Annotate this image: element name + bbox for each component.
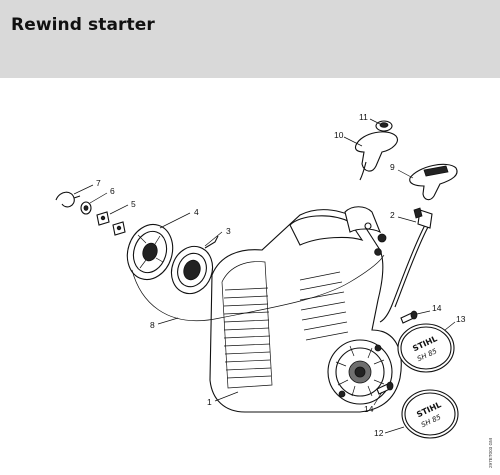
callout-part-1: 1: [207, 397, 212, 407]
callout-part-11: 11: [359, 112, 368, 122]
leader-lines: [73, 118, 456, 434]
callout-part-9: 9: [390, 162, 395, 172]
pawls-part-5: [96, 211, 126, 236]
callout-part-2: 2: [390, 210, 395, 220]
handle-part-10: [354, 131, 398, 181]
fan-wheel: [327, 339, 393, 405]
side-louver-grill: [299, 271, 349, 341]
callout-part-6: 6: [110, 186, 115, 196]
starter-rope-part-8: [131, 254, 385, 322]
screw-part-14-upper: [400, 310, 418, 324]
callout-part-10: 10: [334, 130, 344, 140]
spring-part-3: [170, 235, 219, 295]
washer-part-6: [80, 201, 92, 215]
badge-part-13: STIHL SH 85: [397, 323, 455, 373]
screw-part-14-lower: [376, 381, 394, 395]
page-title: Rewind starter: [11, 15, 155, 35]
callout-part-4: 4: [194, 207, 199, 217]
badge-part-12: STIHL SH 85: [401, 389, 459, 439]
callout-part-13: 13: [456, 314, 466, 324]
callout-part-3: 3: [226, 226, 231, 236]
callout-part-12: 12: [374, 428, 384, 438]
rope-rotor-part-4: [126, 223, 174, 281]
drawing-reference-code: 297ET003 GM: [488, 438, 493, 468]
callout-part-5: 5: [131, 199, 136, 209]
spring-clip-part-7: [55, 191, 81, 208]
header-bar: Rewind starter: [0, 0, 500, 78]
callout-labels: 1 2 3 4 5 6 7 8 9 10 11 12 13 14 14: [96, 112, 466, 438]
callout-part-14-upper: 14: [432, 303, 442, 313]
cable-part-2: [379, 207, 433, 323]
starter-grip-part-9: [409, 163, 458, 201]
callout-part-8: 8: [150, 320, 155, 330]
cap-part-11: [375, 120, 393, 132]
callout-part-7: 7: [96, 178, 101, 188]
louver-grill: [223, 287, 272, 379]
callout-part-14-lower: 14: [364, 404, 374, 414]
